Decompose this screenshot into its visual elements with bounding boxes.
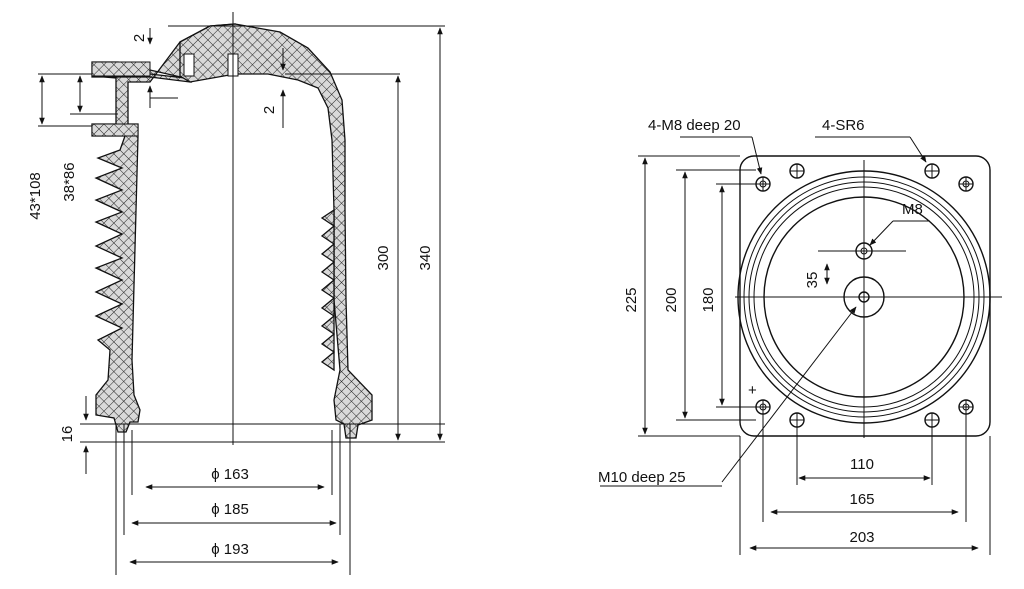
dim-d193-label: ϕ 193 xyxy=(211,541,249,558)
dim-wall-top-label: 2 xyxy=(131,34,148,42)
dim-340-label: 340 xyxy=(417,245,434,270)
dim-43x108-label: 43*108 xyxy=(27,172,44,220)
dim-offset-label: 35 xyxy=(804,272,821,289)
dim-110-label: 110 xyxy=(850,456,874,473)
insulator-top-right-wall xyxy=(179,23,373,439)
dim-d185-label: ϕ 185 xyxy=(211,501,249,518)
dim-203-label: 203 xyxy=(849,529,874,546)
cap-bolt-left xyxy=(183,53,195,77)
dim-225-label: 225 xyxy=(623,287,640,312)
label-radius: 4-SR6 xyxy=(822,117,865,134)
dim-300-label: 300 xyxy=(375,245,392,270)
label-thread-holes: 4-M8 deep 20 xyxy=(648,117,741,134)
plus-mark: + xyxy=(748,382,757,399)
dim-wall-side-label: 2 xyxy=(261,106,278,114)
label-center-thread: M8 xyxy=(902,201,923,218)
base-plate xyxy=(739,155,991,437)
side-view: 340 300 2 2 43*108 38*86 16 ϕ 163 ϕ 185 xyxy=(27,12,445,575)
label-base-thread: M10 deep 25 xyxy=(598,469,686,486)
insulator-right-sheds xyxy=(320,208,336,372)
dim-180-label: 180 xyxy=(700,287,717,312)
dim-165-label: 165 xyxy=(849,491,874,508)
insulator-left-wall xyxy=(91,23,236,433)
dim-d163-label: ϕ 163 xyxy=(211,466,249,483)
dim-200-label: 200 xyxy=(663,287,680,312)
top-view: + 4-M8 deep 20 4-SR6 M8 M10 deep 25 35 2… xyxy=(598,117,1002,555)
dim-38x86-label: 38*86 xyxy=(61,162,78,201)
top-flange-ring xyxy=(91,61,151,77)
mid-flange-ring xyxy=(91,123,139,137)
dim-flange-label: 16 xyxy=(59,426,76,443)
